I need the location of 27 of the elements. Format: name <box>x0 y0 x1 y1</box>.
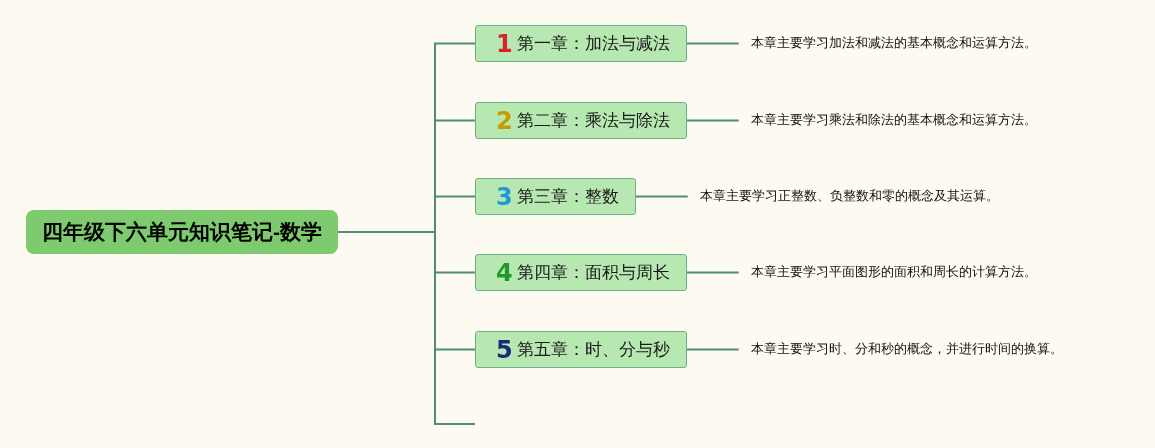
chapter-box <box>475 178 636 215</box>
chapter-title: 第四章：面积与周长 <box>516 261 670 284</box>
description-text: 本章主要学习乘法和除法的基本概念和运算方法。 <box>738 110 1037 130</box>
chapter-title: 第二章：乘法与除法 <box>516 109 670 132</box>
chapter-box <box>475 25 687 62</box>
chapter-title: 第三章：整数 <box>516 185 619 208</box>
chapter-box <box>475 331 687 368</box>
chapter-title: 第一章：加法与减法 <box>516 32 670 55</box>
connector-line <box>685 42 740 45</box>
description-text: 本章主要学习正整数、负整数和零的概念及其运算。 <box>687 186 999 206</box>
root-topic-box: 四年级下六单元知识笔记-数学 <box>26 210 338 254</box>
chapter-box <box>475 254 687 291</box>
chapter-number: 2 <box>496 108 513 133</box>
description-text: 本章主要学习平面图形的面积和周长的计算方法。 <box>738 262 1037 282</box>
connector-line <box>685 119 740 122</box>
connector-line <box>685 271 740 274</box>
connector-line <box>634 195 689 198</box>
chapter-title: 第五章：时、分与秒 <box>516 338 670 361</box>
connector-line <box>685 348 740 351</box>
chapter-box <box>475 102 687 139</box>
description-text: 本章主要学习时、分和秒的概念，并进行时间的换算。 <box>738 339 1063 359</box>
chapter-number: 1 <box>496 31 513 56</box>
chapter-number: 5 <box>496 337 513 362</box>
description-text: 本章主要学习加法和减法的基本概念和运算方法。 <box>738 33 1037 53</box>
chapter-number: 4 <box>496 260 513 285</box>
connector-line <box>337 231 476 425</box>
chapter-number: 3 <box>496 184 513 209</box>
